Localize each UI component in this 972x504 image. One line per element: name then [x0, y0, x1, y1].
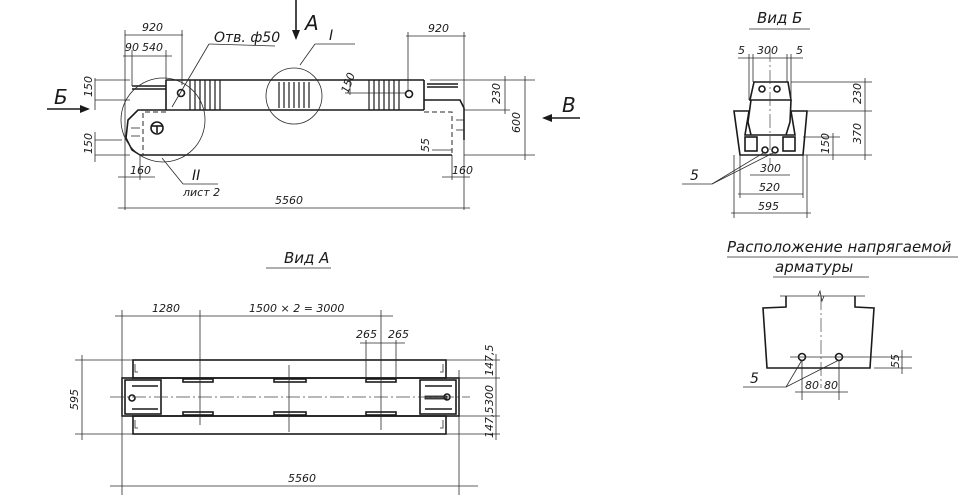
view-v-marker: В	[562, 93, 576, 117]
dim-265-b: 265	[388, 328, 409, 341]
dim-150-section: 150	[819, 133, 832, 154]
dim-595-plan: 595	[68, 389, 81, 410]
dim-90: 90	[125, 41, 139, 54]
dim-600: 600	[510, 112, 523, 133]
dim-540: 540	[142, 41, 163, 54]
callout-ii-sheet: лист 2	[182, 186, 220, 199]
rebar-leader-5: 5	[690, 168, 699, 184]
tendon-leader-5: 5	[750, 371, 759, 387]
view-b-title: Вид Б	[757, 9, 802, 27]
front-view: А I	[47, 0, 580, 210]
view-a-title: Вид А	[284, 249, 329, 267]
tendon-title-line1: Расположение напрягаемой	[727, 238, 952, 256]
hole-left-icon	[176, 88, 186, 98]
dim-150-left-top: 150	[82, 76, 95, 97]
arrow-head-icon	[80, 105, 90, 113]
dim-265-a: 265	[356, 328, 377, 341]
tendon-layout: Расположение напрягаемой арматуры 55 5 8…	[727, 238, 958, 400]
dim-80-right: 80	[824, 379, 838, 392]
dim-230: 230	[490, 83, 503, 104]
dim-300-plan: 300	[483, 385, 496, 406]
dim-1280: 1280	[152, 302, 180, 315]
callout-i-label: I	[329, 28, 333, 44]
dim-230-section: 230	[851, 83, 864, 104]
detail-circle-i	[265, 67, 323, 125]
view-a-plan: Вид А	[68, 249, 500, 495]
view-a-marker: А	[303, 11, 319, 35]
view-b-section: Вид Б 5 5 300 5	[682, 9, 872, 218]
hole-right-icon	[404, 89, 414, 99]
arrow-head-icon	[292, 30, 300, 40]
dim-55-tendon: 55	[889, 354, 902, 368]
dim-150-left-bottom: 150	[82, 133, 95, 154]
tendon-title-line2: арматуры	[775, 258, 853, 276]
dim-55: 55	[419, 138, 432, 152]
dim-300-top: 300	[757, 44, 778, 57]
stirrup-hatch-left	[189, 80, 221, 110]
stirrup-hatch-right	[368, 80, 400, 110]
dim-920-left: 920	[142, 21, 163, 34]
dim-80-left: 80	[805, 379, 819, 392]
dim-5560-front: 5560	[275, 194, 303, 207]
dim-160-right: 160	[452, 164, 473, 177]
dim-595-section: 595	[758, 200, 779, 213]
dim-160-left: 160	[130, 164, 151, 177]
dim-150-mid: 150	[339, 71, 358, 95]
dim-147-5-top: 147,5	[483, 345, 496, 377]
dim-370: 370	[851, 123, 864, 144]
arrow-head-icon	[542, 114, 552, 122]
view-b-marker: Б	[54, 85, 68, 109]
dim-920-right: 920	[428, 22, 449, 35]
section-outline	[733, 110, 808, 156]
hole-label: Отв. ф50	[214, 30, 280, 46]
dim-520: 520	[759, 181, 780, 194]
dim-5-right: 5	[796, 44, 803, 57]
lifting-loop-icon	[150, 121, 164, 135]
dim-5-left: 5	[738, 44, 745, 57]
dim-pitch-3000: 1500 × 2 = 3000	[249, 302, 344, 315]
dim-5560-plan: 5560	[288, 472, 316, 485]
stirrup-hatch-middle	[278, 82, 310, 108]
tendon-section-outline	[762, 296, 875, 369]
callout-ii-label: II	[192, 168, 200, 184]
dim-147-5-bottom: 147,5	[483, 407, 496, 439]
dim-300-bottom: 300	[760, 162, 781, 175]
detail-circle-ii	[120, 77, 206, 163]
